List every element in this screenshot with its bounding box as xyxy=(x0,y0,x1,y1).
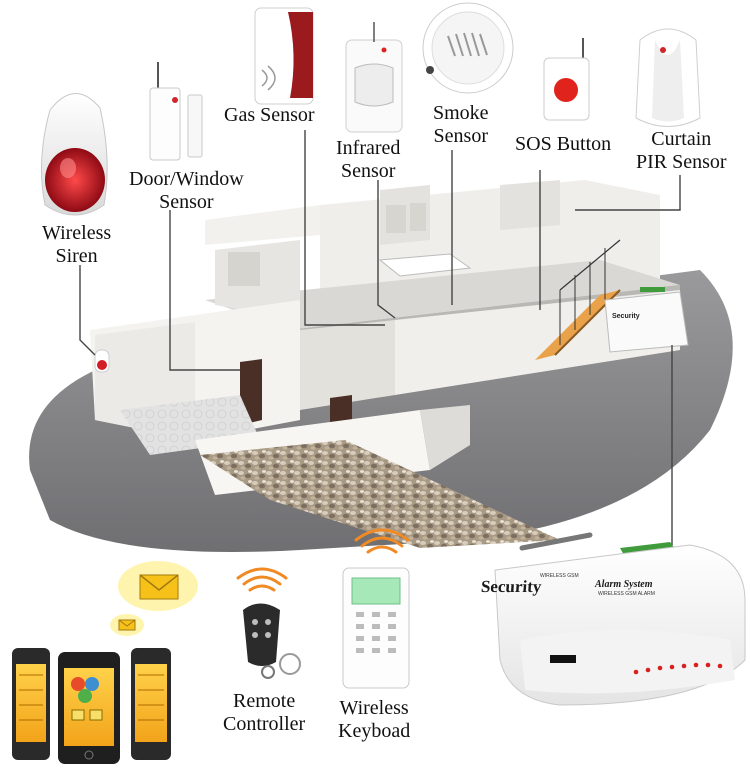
panel-product: Alarm System xyxy=(594,579,653,590)
wall-control-panel-icon: Security xyxy=(604,287,689,353)
label-smoke-line1: Smoke xyxy=(433,102,489,124)
label-remote-line2: Controller xyxy=(223,713,306,735)
envelope-icon xyxy=(118,561,198,611)
label-infrared-sensor: Infrared Sensor xyxy=(336,137,400,183)
label-curtain-line2: PIR Sensor xyxy=(636,151,727,173)
remote-controller-icon xyxy=(236,567,301,679)
label-wireless-keyboard: Wireless Keyboad xyxy=(338,697,410,743)
wifi-signal-icon xyxy=(236,567,288,592)
label-infrared-line1: Infrared xyxy=(336,137,401,159)
door-window-sensor-icon xyxy=(149,62,203,161)
label-smoke-line2: Sensor xyxy=(433,125,488,147)
label-door-window-line1: Door/Window xyxy=(129,168,244,190)
label-keyboard-line1: Wireless xyxy=(339,697,409,719)
label-curtain-line1: Curtain xyxy=(651,128,712,150)
sos-button-icon xyxy=(543,38,590,121)
label-wireless-siren-line1: Wireless xyxy=(42,222,112,244)
label-door-window-line2: Sensor xyxy=(159,191,214,213)
smartphone-icon-right xyxy=(131,648,171,760)
curtain-pir-sensor-icon xyxy=(635,28,701,127)
smoke-sensor-icon xyxy=(422,2,514,94)
panel-brand: Security xyxy=(480,577,542,596)
gas-sensor-icon xyxy=(254,7,314,105)
label-wireless-siren: Wireless Siren xyxy=(42,222,111,268)
infrared-sensor-icon xyxy=(345,22,403,133)
envelope-icon-small xyxy=(110,614,144,636)
label-keyboard-line2: Keyboad xyxy=(338,720,411,742)
label-remote-line1: Remote xyxy=(233,690,296,712)
label-remote-controller: Remote Controller xyxy=(223,690,305,736)
wireless-siren-icon xyxy=(40,93,108,216)
panel-sub-tag: WIRELESS GSM ALARM xyxy=(598,591,655,597)
label-door-window-sensor: Door/Window Sensor xyxy=(129,168,244,214)
security-control-panel: Security Alarm System WIRELESS GSM WIREL… xyxy=(480,532,746,706)
label-sos-button: SOS Button xyxy=(515,133,611,156)
smartphone-icon xyxy=(12,648,50,760)
label-gas-sensor: Gas Sensor xyxy=(224,104,315,127)
wall-siren-icon xyxy=(94,349,110,373)
label-wireless-siren-line2: Siren xyxy=(55,245,98,267)
pointer-lines xyxy=(79,130,681,545)
wifi-signal-icon xyxy=(354,528,410,554)
label-curtain-pir-sensor: Curtain PIR Sensor xyxy=(636,128,727,174)
panel-top-tag: WIRELESS GSM xyxy=(540,573,579,579)
label-smoke-sensor: Smoke Sensor xyxy=(433,102,489,148)
svg-text:Security: Security xyxy=(612,313,640,320)
label-infrared-line2: Sensor xyxy=(340,160,396,182)
gravel-path xyxy=(200,440,560,548)
wireless-keyboard-icon xyxy=(342,528,410,689)
label-gas-sensor-text: Gas Sensor xyxy=(224,104,315,126)
label-sos-text: SOS Button xyxy=(515,133,612,155)
smartphone-icon-center xyxy=(58,652,120,764)
